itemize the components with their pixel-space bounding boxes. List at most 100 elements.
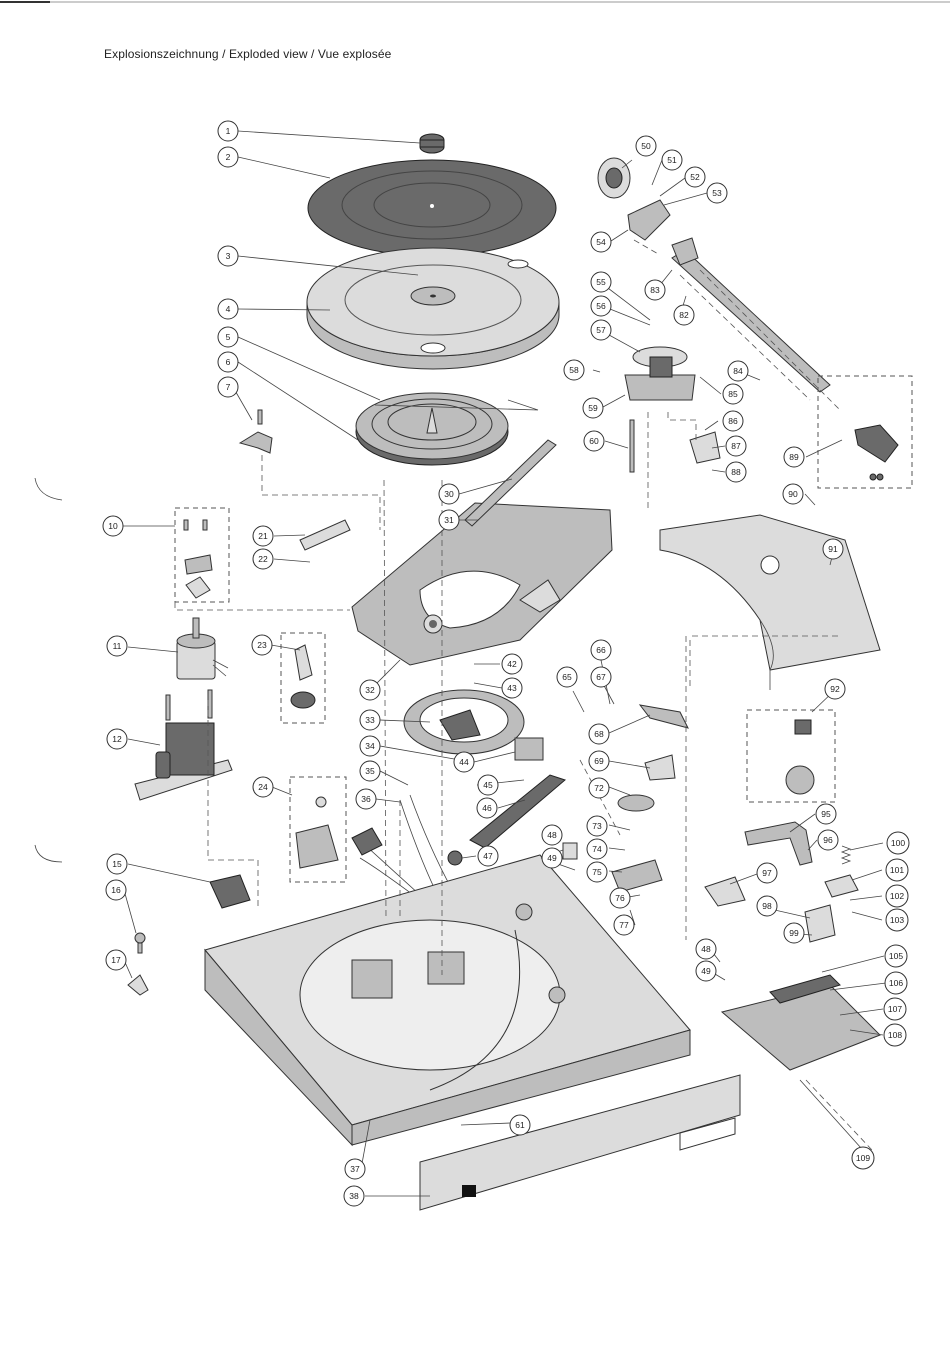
callout-label: 23	[257, 640, 267, 650]
callout-76: 76	[609, 887, 631, 909]
callout-46: 46	[476, 797, 498, 819]
callout-2: 2	[217, 146, 239, 168]
callout-label: 82	[679, 310, 689, 320]
callout-label: 72	[594, 783, 604, 793]
callout-48b: 48	[695, 938, 717, 960]
callout-label: 69	[594, 756, 604, 766]
bracket-75	[611, 859, 663, 893]
callout-label: 34	[365, 741, 375, 751]
switch-assembly-10	[174, 507, 230, 603]
callout-label: 109	[856, 1153, 870, 1163]
callout-3: 3	[217, 245, 239, 267]
callout-label: 21	[258, 531, 268, 541]
callout-108: 108	[883, 1023, 907, 1047]
callout-label: 97	[762, 868, 772, 878]
callout-label: 22	[258, 554, 268, 564]
callout-92: 92	[824, 678, 846, 700]
callout-43: 43	[501, 677, 523, 699]
callout-95: 95	[815, 803, 837, 825]
callout-label: 103	[890, 915, 904, 925]
callout-83: 83	[644, 279, 666, 301]
callout-77: 77	[613, 914, 635, 936]
callout-60: 60	[583, 430, 605, 452]
callout-label: 53	[712, 188, 722, 198]
callout-label: 48	[547, 830, 557, 840]
callout-68: 68	[588, 723, 610, 745]
callout-label: 106	[889, 978, 903, 988]
callout-38: 38	[343, 1185, 365, 1207]
callout-61: 61	[509, 1114, 531, 1136]
arm-lever-30	[464, 439, 557, 527]
lift-pin-60	[629, 419, 635, 473]
callout-label: 24	[258, 782, 268, 792]
callout-42: 42	[501, 653, 523, 675]
callout-label: 2	[226, 152, 231, 162]
callout-82: 82	[673, 304, 695, 326]
callout-label: 44	[459, 757, 469, 767]
callout-100: 100	[886, 831, 910, 855]
callout-label: 89	[789, 452, 799, 462]
tonearm-rest-54	[627, 199, 671, 241]
callout-69: 69	[588, 750, 610, 772]
mains-plug-block-24	[289, 776, 347, 883]
callout-56: 56	[590, 295, 612, 317]
callout-51: 51	[661, 149, 683, 171]
callout-36: 36	[355, 788, 377, 810]
callout-label: 6	[226, 357, 231, 367]
callout-90: 90	[782, 483, 804, 505]
front-panel-38	[419, 1074, 741, 1211]
pivot-bearing-57	[624, 346, 696, 401]
callout-label: 47	[483, 851, 493, 861]
callout-label: 58	[569, 365, 579, 375]
callout-label: 5	[226, 332, 231, 342]
callout-label: 60	[589, 436, 599, 446]
callout-label: 74	[592, 844, 602, 854]
lever-68	[638, 704, 689, 729]
callout-label: 36	[361, 794, 371, 804]
callout-66: 66	[590, 639, 612, 661]
callout-label: 52	[690, 172, 700, 182]
callout-106: 106	[884, 971, 908, 995]
callout-label: 68	[594, 729, 604, 739]
callout-label: 33	[365, 715, 375, 725]
callout-label: 4	[226, 304, 231, 314]
callout-109: 109	[851, 1146, 875, 1170]
callout-label: 84	[733, 366, 743, 376]
callout-24: 24	[252, 776, 274, 798]
callout-5: 5	[217, 326, 239, 348]
cover-plate-91	[659, 514, 881, 690]
cam-72	[617, 794, 655, 812]
callout-label: 108	[888, 1030, 902, 1040]
callout-label: 65	[562, 672, 572, 682]
callout-label: 35	[365, 766, 375, 776]
callout-label: 56	[596, 301, 606, 311]
callout-label: 3	[226, 251, 231, 261]
callout-label: 55	[596, 277, 606, 287]
callout-75: 75	[586, 861, 608, 883]
callout-50: 50	[635, 135, 657, 157]
callout-label: 99	[789, 928, 799, 938]
callout-107: 107	[883, 997, 907, 1021]
callout-33: 33	[359, 709, 381, 731]
callout-label: 46	[482, 803, 492, 813]
callout-label: 98	[762, 901, 772, 911]
callout-label: 45	[483, 780, 493, 790]
cable-clamp-23	[280, 632, 326, 724]
callout-label: 91	[828, 544, 838, 554]
callout-35: 35	[359, 760, 381, 782]
headshell-89	[817, 375, 913, 489]
callout-label: 96	[823, 835, 833, 845]
sub-platter-pulley	[355, 392, 539, 466]
callout-label: 73	[592, 821, 602, 831]
lift-arm-86	[689, 431, 721, 464]
callout-label: 37	[350, 1164, 360, 1174]
callout-74: 74	[586, 838, 608, 860]
callout-label: 38	[349, 1191, 359, 1201]
callout-label: 15	[112, 859, 122, 869]
callout-105: 105	[884, 944, 908, 968]
bracket-17	[127, 974, 149, 996]
callout-label: 59	[588, 403, 598, 413]
platter	[306, 247, 560, 370]
screw-16	[134, 932, 146, 954]
callout-52: 52	[684, 166, 706, 188]
